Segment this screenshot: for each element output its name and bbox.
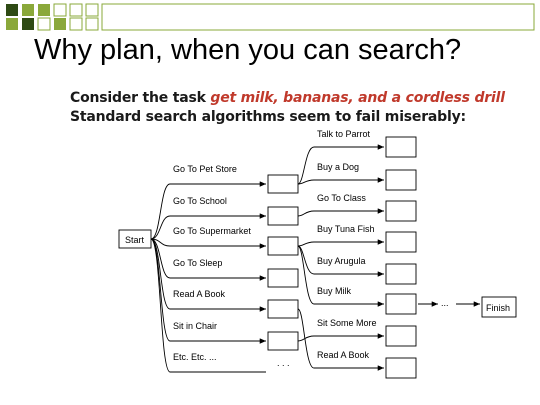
first-action-label: Go To School xyxy=(173,196,227,206)
first-level-edge xyxy=(150,213,266,240)
deco-bar xyxy=(101,3,535,31)
start-label: Start xyxy=(125,235,145,245)
state-box xyxy=(267,331,299,351)
deco-square xyxy=(53,3,67,17)
state-box xyxy=(267,206,299,226)
state-box xyxy=(267,236,299,256)
state-box xyxy=(385,293,417,315)
first-action-label: Sit in Chair xyxy=(173,321,217,331)
first-action-label: Read A Book xyxy=(173,289,226,299)
first-level-edge xyxy=(150,181,266,240)
deco-square xyxy=(6,18,18,30)
deco-square xyxy=(69,17,83,31)
state-box xyxy=(267,174,299,194)
deco-square xyxy=(69,3,83,17)
second-action-label: Buy Tuna Fish xyxy=(317,224,375,234)
finish-node xyxy=(481,296,517,318)
deco-square xyxy=(6,4,18,16)
second-action-label: Buy a Dog xyxy=(317,162,359,172)
second-level-edge xyxy=(297,308,384,371)
deco-square xyxy=(85,3,99,17)
finish-label: Finish xyxy=(486,303,510,313)
state-box xyxy=(385,357,417,379)
second-action-label: Buy Arugula xyxy=(317,256,366,266)
deco-square xyxy=(37,17,51,31)
task-highlight: get milk, bananas, and a cordless drill xyxy=(210,90,505,106)
deco-square xyxy=(85,17,99,31)
slide-title: Why plan, when you can search? xyxy=(34,34,462,66)
deco-square xyxy=(22,4,34,16)
middle-ellipsis: . . . xyxy=(277,358,290,368)
second-level-edge xyxy=(297,144,384,185)
first-action-label: Go To Pet Store xyxy=(173,164,237,174)
second-action-label: Read A Book xyxy=(317,350,370,360)
second-level-edge xyxy=(297,208,384,217)
second-level-edge xyxy=(297,177,384,185)
intro-prefix: Consider the task xyxy=(70,90,211,106)
state-box xyxy=(385,169,417,191)
state-box xyxy=(385,231,417,253)
state-box xyxy=(267,268,299,288)
second-action-label: Go To Class xyxy=(317,193,366,203)
header-decoration xyxy=(6,3,535,31)
state-box xyxy=(267,299,299,319)
state-box xyxy=(385,325,417,347)
first-level-edge xyxy=(150,238,266,373)
second-level-edge xyxy=(297,333,384,342)
finish-ellipsis: ... xyxy=(441,298,449,308)
deco-square xyxy=(22,18,34,30)
state-box xyxy=(385,136,417,158)
deco-square xyxy=(38,4,50,16)
first-action-label: Go To Sleep xyxy=(173,258,222,268)
intro-line-2: Standard search algorithms seem to fail … xyxy=(70,109,466,125)
state-box xyxy=(385,200,417,222)
second-action-label: Buy Milk xyxy=(317,286,352,296)
second-action-label: Talk to Parrot xyxy=(317,129,371,139)
start-node xyxy=(118,229,152,249)
second-action-label: Sit Some More xyxy=(317,318,377,328)
second-level-edge xyxy=(297,239,384,247)
first-level-edge xyxy=(150,238,266,249)
second-level-edge xyxy=(297,245,384,307)
state-box xyxy=(385,263,417,285)
first-action-label: Go To Supermarket xyxy=(173,226,251,236)
first-action-label: Etc. Etc. ... xyxy=(173,352,217,362)
deco-square xyxy=(54,18,66,30)
intro-line-1: Consider the task get milk, bananas, and… xyxy=(70,90,505,106)
